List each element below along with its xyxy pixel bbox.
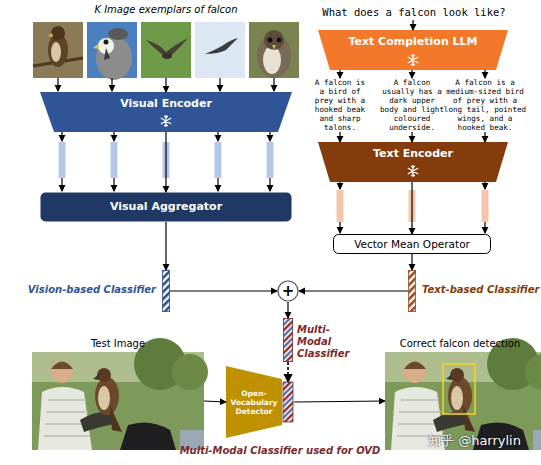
exemplar-group: K Image exemplars of falcon: [30, 4, 302, 78]
description-text-text: A falcon is a medium-sized bird of prey …: [443, 78, 527, 132]
description-text-text: A falcon is a bird of prey with a hooked…: [312, 78, 368, 132]
prompt-text: What does a falcon look like?: [300, 4, 528, 20]
encoder-trapezoid-text: Visual Encoder: [40, 92, 292, 110]
aggregator-box-text: Visual Aggregator: [40, 192, 292, 222]
llm-trapezoid-text: Text Completion LLM: [318, 30, 508, 48]
classifier-vector: Vision-based Classifier: [162, 270, 170, 312]
flow-arrow: [165, 132, 166, 192]
result-image-text: Correct falcon detection: [385, 338, 535, 349]
flow-arrow: [165, 222, 166, 270]
flow-arrow: [412, 20, 413, 30]
input-arrow: [58, 78, 274, 91]
text-feature-arrow: [340, 182, 485, 233]
flow-arrow: [287, 362, 289, 382]
exemplar-photo: [87, 22, 137, 80]
flow-arrow: [294, 401, 385, 402]
flow-arrow: [170, 290, 277, 291]
flow-arrow: [299, 290, 408, 291]
encoder-trapezoid: Text Encoder: [318, 142, 508, 182]
flow-arrow: [339, 132, 340, 142]
description-text: A falcon is a medium-sized bird of prey …: [443, 78, 527, 132]
flow-arrow: [484, 70, 485, 78]
aggregator-box: Visual Aggregator: [40, 192, 292, 222]
detector-trapezoid-text: Open-Vocabulary Detector: [226, 366, 282, 416]
classifier-vector-text: Multi-Modal Classifier: [297, 324, 359, 360]
encoder-trapezoid: Visual Encoder: [40, 92, 292, 132]
mean-operator-box: Vector Mean Operator: [333, 234, 491, 254]
exemplar-photo: [249, 22, 299, 78]
flow-arrow: [411, 182, 412, 234]
classifier-vector-outline: [162, 270, 170, 312]
flow-arrow: [165, 78, 166, 92]
watermark: 知乎 @harrylin: [412, 432, 537, 450]
classifier-vector-text: Vision-based Classifier: [28, 284, 156, 295]
classifier-vector: Multi-Modal Classifier: [283, 318, 293, 362]
caption-label: Multi-Modal Classifier used for OVD: [175, 445, 385, 456]
classifier-vector-outline: [283, 318, 293, 362]
classifier-vector: Text-based Classifier: [408, 270, 416, 312]
exemplar-group-text: K Image exemplars of falcon: [30, 4, 302, 15]
exemplar-photo: [33, 22, 83, 78]
classifier-vector-outline: [408, 270, 416, 312]
exemplar-photo: [195, 22, 245, 78]
feature-vector: [59, 142, 274, 178]
flow-arrow: [204, 401, 226, 402]
feature-arrow: [62, 132, 270, 191]
mean-operator-box-text: Vector Mean Operator: [333, 234, 491, 254]
test-image-text: Test Image: [32, 338, 204, 349]
description-text: A falcon usually has a dark upper body a…: [379, 78, 445, 132]
flow-arrow: [287, 302, 288, 318]
result-photo: [385, 338, 541, 450]
sum-circle-text: +: [277, 280, 299, 302]
llm-trapezoid: Text Completion LLM: [318, 30, 508, 70]
flow-arrow: [339, 70, 340, 78]
encoder-trapezoid-text: Text Encoder: [318, 142, 508, 160]
detector-trapezoid: Open-Vocabulary Detector: [226, 366, 294, 438]
prompt-text-text: What does a falcon look like?: [300, 4, 528, 20]
flow-arrow: [411, 132, 412, 142]
description-text: A falcon is a bird of prey with a hooked…: [312, 78, 368, 132]
classifier-vector-text: Text-based Classifier: [422, 284, 539, 295]
exemplar-photo: [141, 22, 191, 78]
detection-box: [443, 364, 475, 414]
flow-arrow: [411, 70, 412, 78]
test-photo: [32, 338, 208, 450]
text-feature-vector: [337, 190, 489, 222]
test-image: Test Image: [32, 352, 204, 450]
description-text-text: A falcon usually has a dark upper body a…: [379, 78, 445, 132]
sum-circle: +: [277, 280, 299, 302]
flow-arrow: [484, 132, 485, 142]
flow-arrow: [411, 254, 412, 270]
